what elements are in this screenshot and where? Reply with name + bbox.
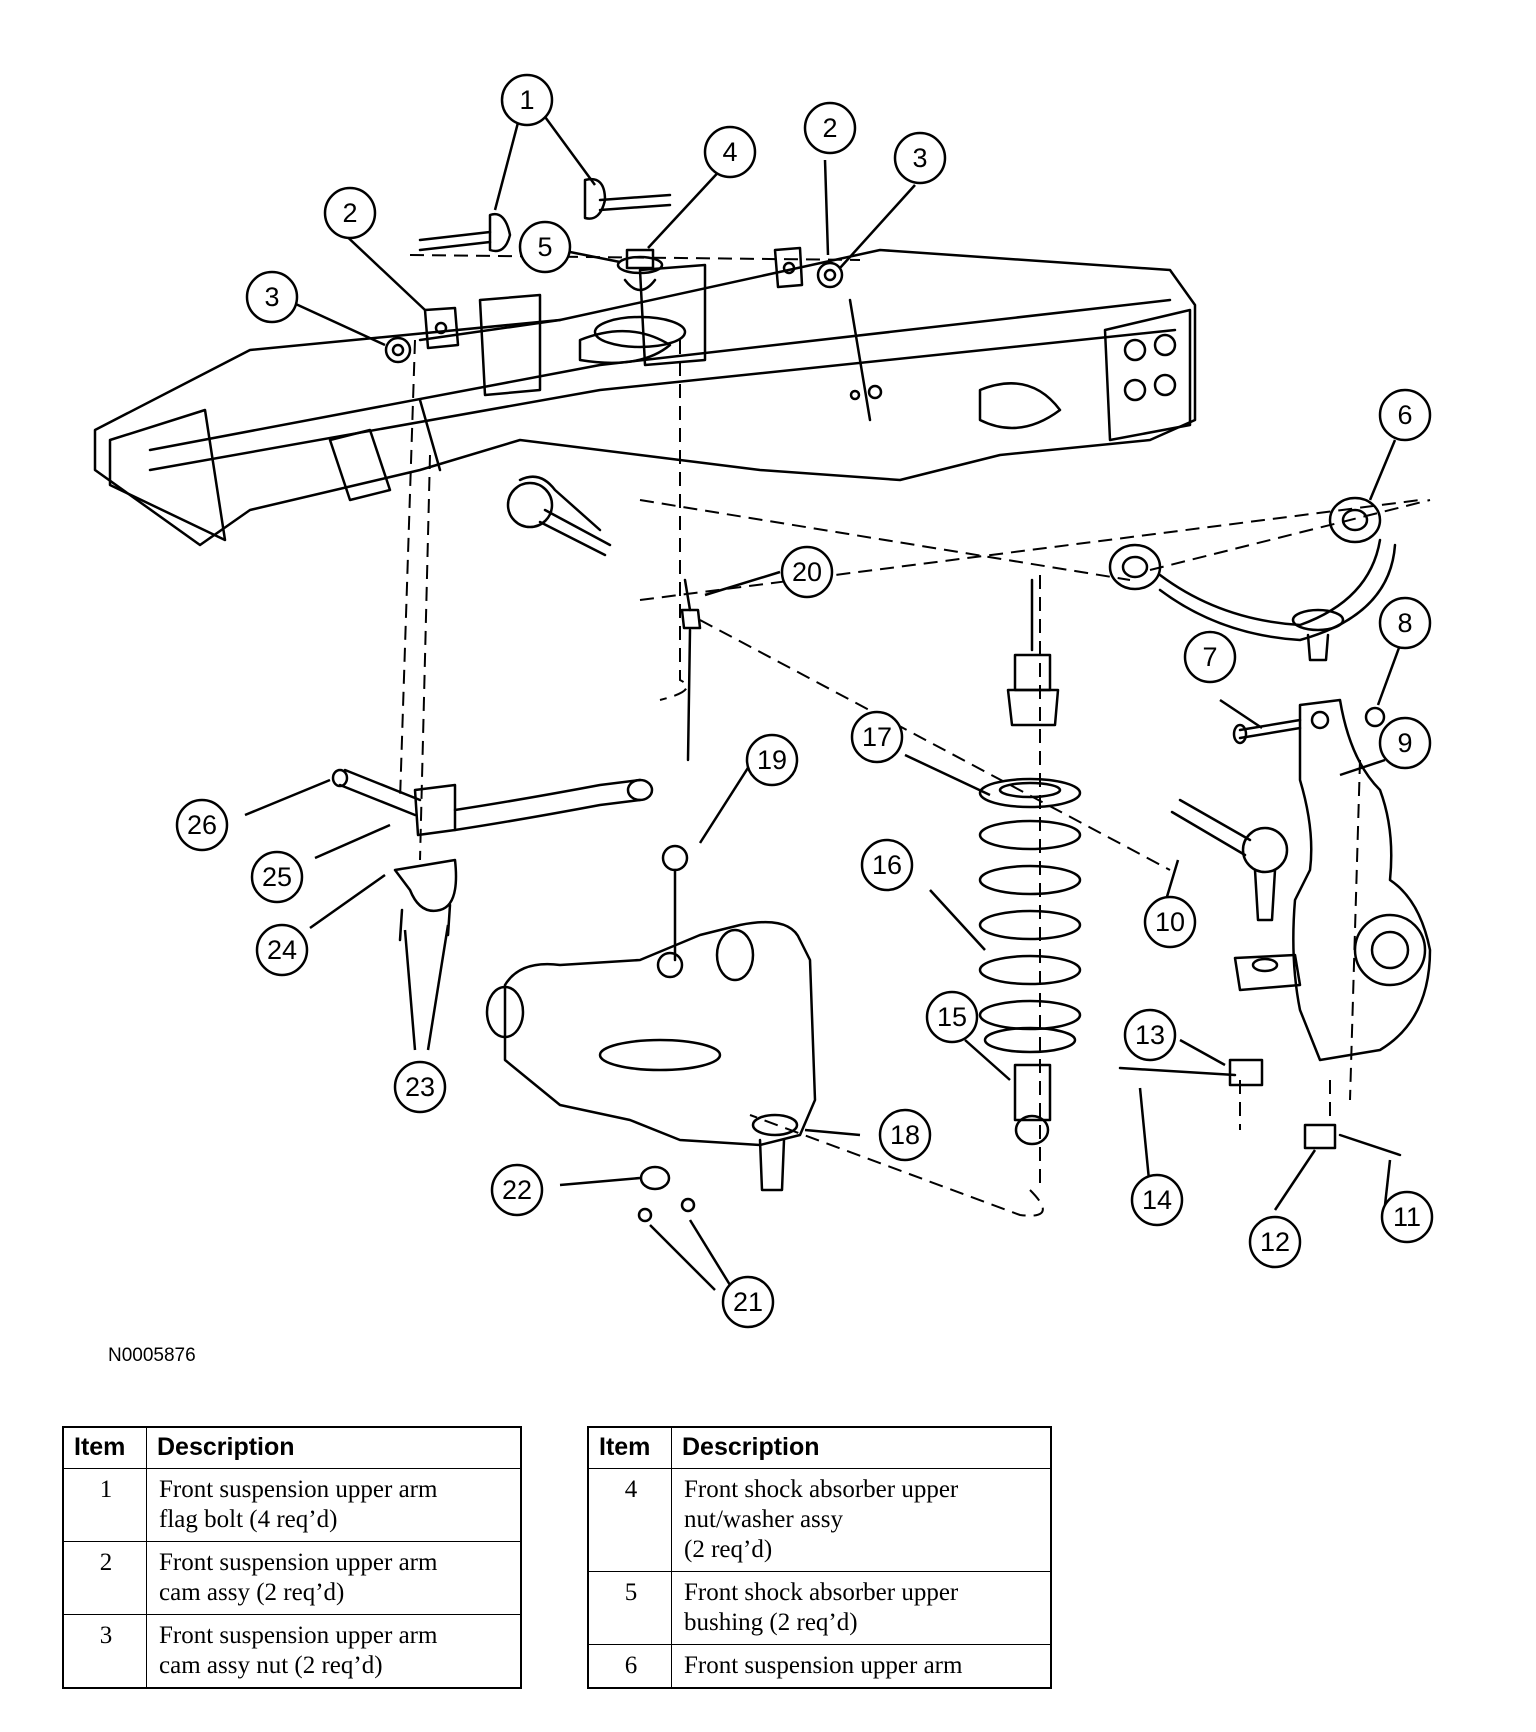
callout-18: 18 <box>890 1120 920 1150</box>
castle-nut-12 <box>1303 1123 1337 1150</box>
shock-absorber <box>1006 578 1060 1146</box>
callout-7: 7 <box>1202 642 1217 672</box>
callout-6: 6 <box>1397 400 1412 430</box>
lower-arm-nuts <box>637 1197 696 1223</box>
parts-table-right: Item Description 4 Front shock absorber … <box>587 1426 1052 1689</box>
cotter-pin-11 <box>1338 1133 1402 1157</box>
stabilizer-link-lower <box>656 844 689 979</box>
callout-14: 14 <box>1142 1185 1172 1215</box>
callout-13: 13 <box>1135 1020 1165 1050</box>
lower-arm-bumper <box>639 1165 671 1191</box>
callout-3b: 3 <box>264 282 279 312</box>
callout-3a: 3 <box>912 143 927 173</box>
steering-knuckle <box>1233 698 1432 1062</box>
item-description: Front suspension upper arm cam assy (2 r… <box>146 1541 522 1615</box>
lower-control-arm <box>485 920 817 1192</box>
flag-bolt-left <box>418 212 512 253</box>
callout-12: 12 <box>1260 1227 1290 1257</box>
item-number: 6 <box>587 1644 672 1689</box>
ball-joint-nut <box>1364 706 1386 728</box>
callout-22: 22 <box>502 1175 532 1205</box>
header-description: Description <box>671 1426 1052 1469</box>
callout-11: 11 <box>1393 1202 1421 1232</box>
item-number: 1 <box>62 1468 147 1542</box>
header-description: Description <box>146 1426 522 1469</box>
stabilizer-link-upper <box>680 578 702 762</box>
item-description: Front suspension upper arm flag bolt (4 … <box>146 1468 522 1542</box>
cam-assy-right <box>773 246 804 289</box>
tie-rod-end <box>1170 798 1289 922</box>
item-number: 3 <box>62 1614 147 1689</box>
callout-23: 23 <box>405 1072 435 1102</box>
frame-crossmember <box>93 248 1197 547</box>
suspension-exploded-diagram: 1 2 2 3 3 4 5 6 7 8 9 10 11 12 13 14 15 … <box>93 73 1434 1329</box>
callout-25: 25 <box>262 862 292 892</box>
callout-26: 26 <box>187 810 217 840</box>
callout-2b: 2 <box>342 198 357 228</box>
callout-2a: 2 <box>822 113 837 143</box>
table-row: 3 Front suspension upper arm cam assy nu… <box>62 1614 522 1689</box>
ball-joint-bolt <box>1232 718 1302 745</box>
inner-tie-rod <box>506 481 612 557</box>
callout-16: 16 <box>872 850 902 880</box>
table-row: 4 Front shock absorber upper nut/washer … <box>587 1468 1052 1572</box>
stabilizer-bushing <box>413 783 457 837</box>
callout-20: 20 <box>792 557 822 587</box>
callout-1a: 1 <box>519 85 534 115</box>
table-header-row: Item Description <box>62 1426 522 1469</box>
table-row: 5 Front shock absorber upper bushing (2 … <box>587 1571 1052 1645</box>
callout-8: 8 <box>1397 608 1412 638</box>
figure-id: N0005876 <box>108 1345 196 1366</box>
callout-5: 5 <box>537 232 552 262</box>
item-description: Front shock absorber upper bushing (2 re… <box>671 1571 1052 1645</box>
callout-17: 17 <box>862 722 892 752</box>
header-item: Item <box>587 1426 672 1469</box>
table-header-row: Item Description <box>587 1426 1052 1469</box>
stabilizer-bracket <box>393 858 458 913</box>
callout-15: 15 <box>937 1002 967 1032</box>
cam-assy-left <box>423 306 460 350</box>
table-row: 2 Front suspension upper arm cam assy (2… <box>62 1541 522 1615</box>
header-item: Item <box>62 1426 147 1469</box>
callout-9: 9 <box>1397 728 1412 758</box>
item-description: Front suspension upper arm <box>671 1644 1052 1689</box>
cotter-pin-13-14 <box>1118 1066 1237 1077</box>
item-number: 4 <box>587 1468 672 1572</box>
callout-4: 4 <box>722 137 737 167</box>
cam-nut-left <box>384 336 412 364</box>
parts-table-left: Item Description 1 Front suspension uppe… <box>62 1426 522 1689</box>
callout-24: 24 <box>267 935 297 965</box>
coil-spring <box>978 777 1082 1054</box>
item-number: 5 <box>587 1571 672 1645</box>
item-description: Front suspension upper arm cam assy nut … <box>146 1614 522 1689</box>
item-description: Front shock absorber upper nut/washer as… <box>671 1468 1052 1572</box>
callout-19: 19 <box>757 745 787 775</box>
table-row: 6 Front suspension upper arm <box>587 1644 1052 1689</box>
table-row: 1 Front suspension upper arm flag bolt (… <box>62 1468 522 1542</box>
callout-21: 21 <box>733 1287 763 1317</box>
cam-nut-right <box>816 261 844 289</box>
castle-nut-13 <box>1228 1058 1264 1087</box>
item-number: 2 <box>62 1541 147 1615</box>
stabilizer-bar <box>331 768 654 832</box>
callout-10: 10 <box>1155 907 1185 937</box>
flag-bolt-right <box>583 177 672 220</box>
